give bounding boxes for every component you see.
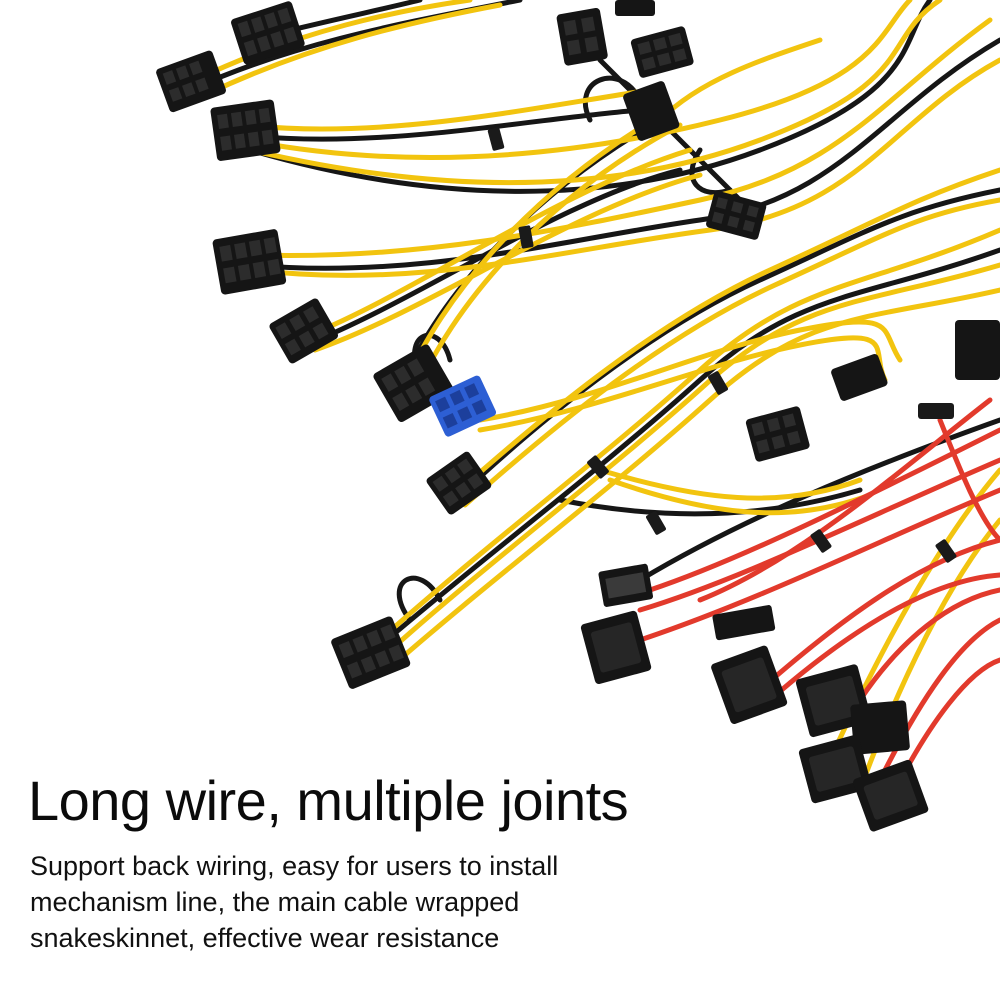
description: Support back wiring, easy for users to i… — [30, 848, 670, 956]
headline: Long wire, multiple joints — [28, 769, 629, 832]
molex-connectors — [580, 563, 929, 832]
description-line: snakeskinnet, effective wear resistance — [30, 923, 500, 953]
red-wires — [637, 397, 1000, 803]
description-line: mechanism line, the main cable wrapped — [30, 887, 520, 917]
description-line: Support back wiring, easy for users to i… — [30, 851, 559, 881]
cable-ties — [487, 127, 957, 563]
blue-connector — [429, 375, 497, 437]
pcie-connectors — [156, 0, 1000, 689]
